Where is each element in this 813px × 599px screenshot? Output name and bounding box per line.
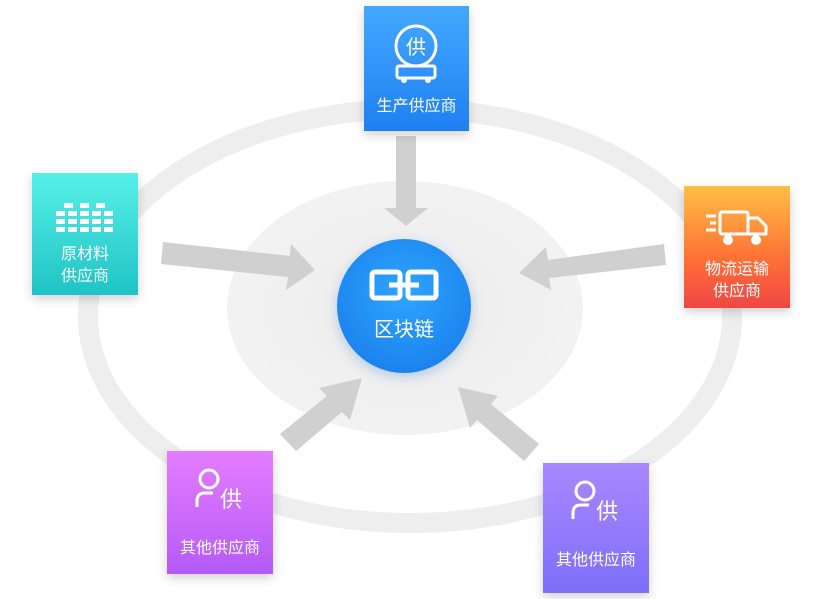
person-supplier-glyph: 供	[596, 500, 618, 525]
arrow-top	[384, 136, 428, 226]
raw-materials-label-line2: 供应商	[60, 266, 109, 285]
other-supplier-right-label: 其他供应商	[555, 550, 636, 569]
node-logistics-supplier: 物流运输 供应商	[684, 186, 790, 308]
person-supplier-glyph: 供	[220, 488, 242, 513]
logistics-label-line1: 物流运输	[704, 259, 769, 278]
blockchain-label: 区块链	[374, 317, 434, 341]
logistics-label-line2: 供应商	[712, 281, 761, 300]
arrow-right	[519, 244, 666, 290]
node-other-supplier-right: 供 其他供应商	[543, 463, 649, 593]
node-other-supplier-left: 供 其他供应商	[167, 451, 273, 574]
arrow-left	[161, 242, 315, 290]
supply-glyph: 供	[406, 35, 426, 59]
materials-grid-icon	[32, 197, 138, 237]
blockchain-node: 区块链	[337, 239, 471, 373]
node-production-supplier: 供 生产供应商	[364, 6, 469, 131]
raw-materials-supplier-label: 原材料 供应商	[32, 243, 138, 287]
supply-badge-icon: 供	[364, 12, 469, 86]
arrow-bottom-right	[458, 387, 539, 461]
person-supplier-icon: 供	[543, 473, 649, 533]
person-supplier-icon: 供	[167, 461, 273, 521]
production-supplier-label: 生产供应商	[376, 96, 457, 115]
raw-materials-label-line1: 原材料	[60, 244, 109, 263]
chain-link-icon	[369, 269, 439, 301]
other-supplier-left-label: 其他供应商	[179, 538, 260, 557]
node-raw-materials-supplier: 原材料 供应商	[32, 173, 138, 295]
delivery-truck-icon	[684, 204, 790, 250]
logistics-supplier-label: 物流运输 供应商	[684, 258, 790, 302]
arrow-bottom-left	[280, 378, 362, 451]
